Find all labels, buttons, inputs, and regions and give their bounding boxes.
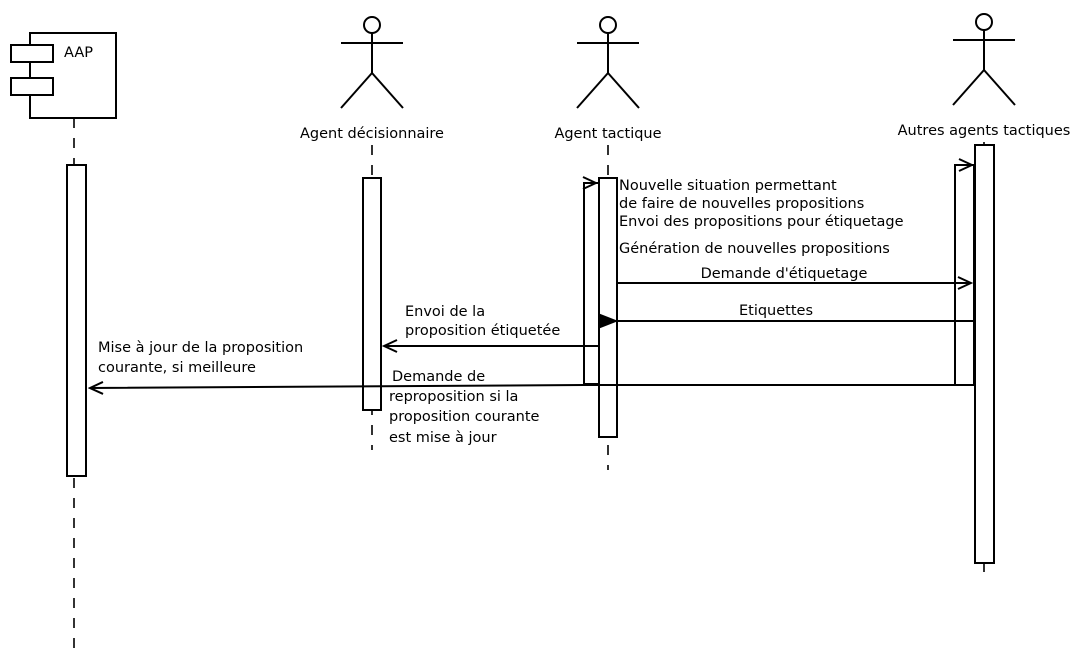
update-proposal-arrow xyxy=(90,385,955,388)
update-label-line1: Mise à jour de la proposition xyxy=(98,340,303,356)
other-agents-outer-activation-bar xyxy=(954,164,975,386)
aap-participant: AAP xyxy=(10,32,117,119)
decision-agent-actor-icon xyxy=(340,16,404,109)
reproposal-label-line2: reproposition si la xyxy=(389,389,518,405)
aap-component-port-top xyxy=(10,44,54,63)
note-new-situation-line2: de faire de nouvelles propositions xyxy=(619,196,864,212)
note-generate-new-proposals: Génération de nouvelles propositions xyxy=(619,241,890,257)
labels-label: Etiquettes xyxy=(739,303,813,319)
note-new-situation-line1: Nouvelle situation permettant xyxy=(619,178,837,194)
labeling-request-label: Demande d'étiquetage xyxy=(701,266,868,282)
other-agents-label: Autres agents tactiques xyxy=(898,123,1071,139)
tactical-agent-label: Agent tactique xyxy=(554,126,661,142)
send-labeled-label-line1: Envoi de la xyxy=(405,304,485,320)
decision-agent-label: Agent décisionnaire xyxy=(300,126,444,142)
tactical-agent-actor-icon xyxy=(576,16,640,109)
send-labeled-label-line2: proposition étiquetée xyxy=(405,323,560,339)
tactical-agent-activation-bar xyxy=(598,177,618,438)
update-label-line2: courante, si meilleure xyxy=(98,360,256,376)
other-agents-actor-icon xyxy=(952,13,1016,106)
aap-label: AAP xyxy=(64,45,93,61)
note-send-for-labeling: Envoi des propositions pour étiquetage xyxy=(619,214,904,230)
other-agents-activation-bar xyxy=(974,144,995,564)
aap-activation-bar xyxy=(66,164,87,477)
reproposal-label-line1: Demande de xyxy=(392,369,485,385)
decision-agent-activation-bar xyxy=(362,177,382,411)
reproposal-label-line4: est mise à jour xyxy=(389,430,497,446)
tactical-agent-outer-activation-bar xyxy=(583,182,600,385)
reproposal-label-line3: proposition courante xyxy=(389,409,540,425)
aap-component-port-bottom xyxy=(10,77,54,96)
